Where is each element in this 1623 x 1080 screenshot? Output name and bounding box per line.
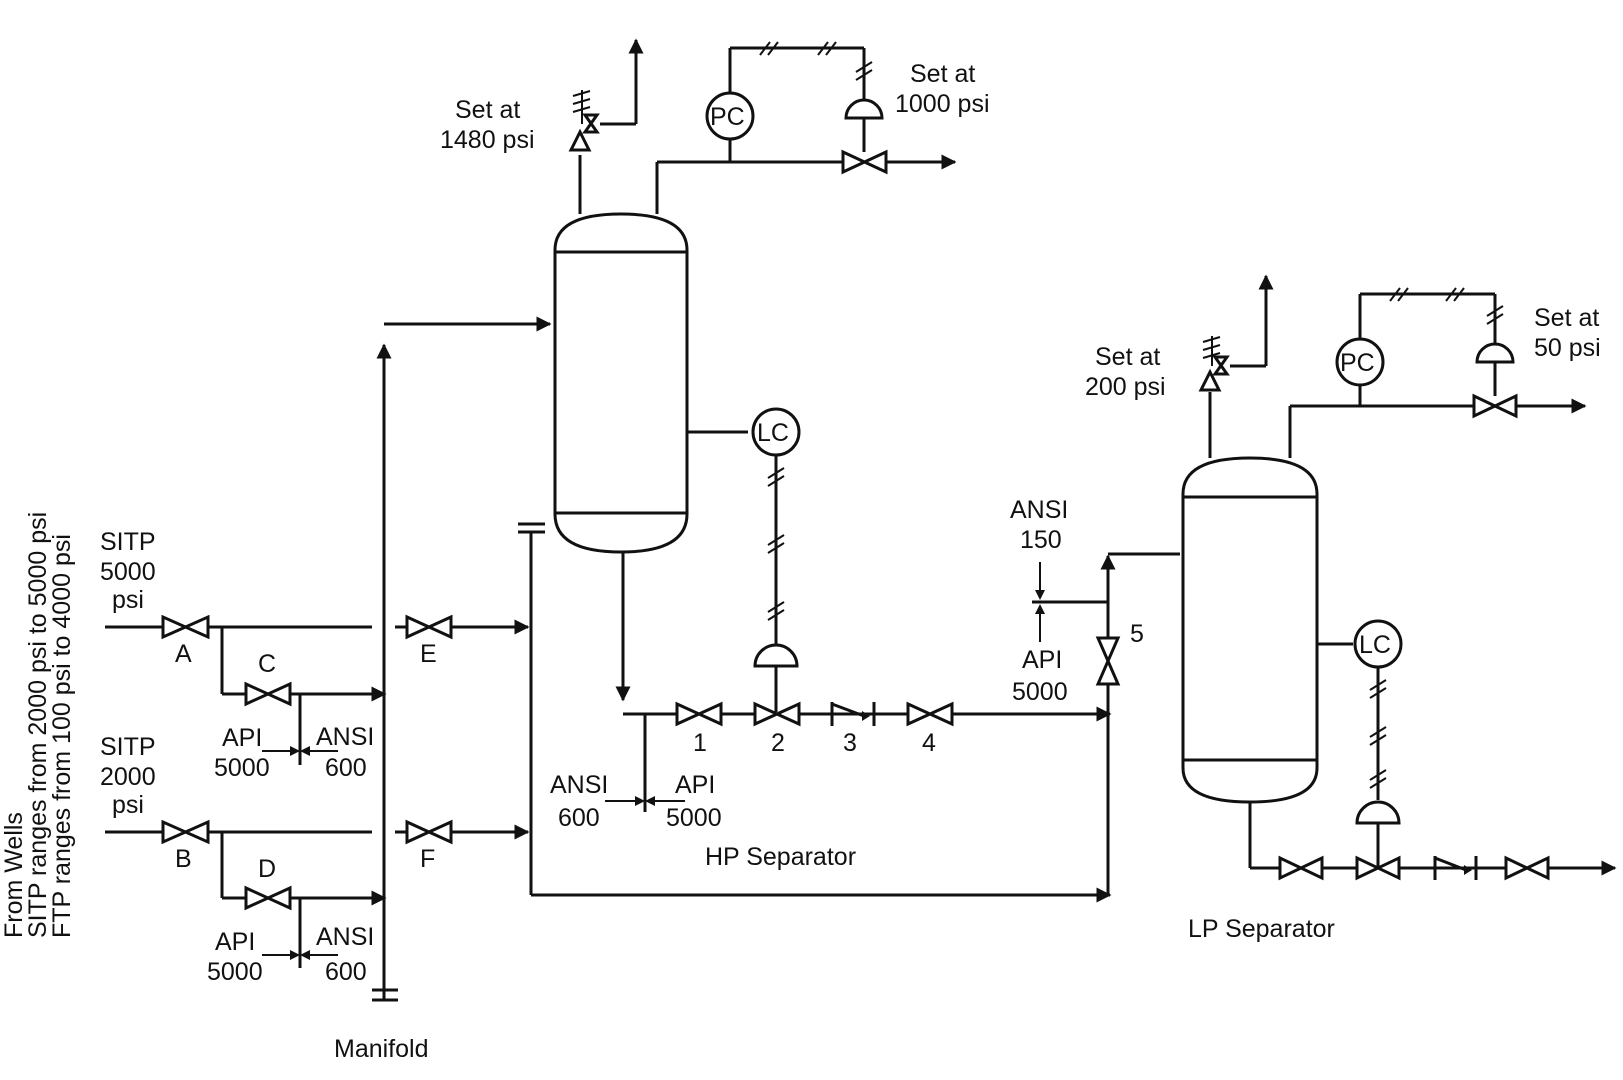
lp-inlet-line bbox=[1032, 552, 1180, 895]
spec-break-d bbox=[262, 950, 338, 960]
valve-d-label: D bbox=[258, 855, 276, 883]
lp-psv-set-label: Set at bbox=[1095, 343, 1160, 371]
well-a-sitp-label: SITP bbox=[100, 528, 156, 556]
spec-break-hp bbox=[605, 796, 685, 806]
valve-b-label: B bbox=[175, 845, 192, 873]
lp-pcv-set-value: 50 psi bbox=[1534, 334, 1601, 362]
valve-5[interactable] bbox=[1095, 636, 1121, 686]
valve-1[interactable] bbox=[675, 701, 723, 727]
lp-pc-label: PC bbox=[1340, 349, 1375, 377]
hp-lc-signal-line bbox=[767, 455, 785, 648]
spec-d-api-value: 5000 bbox=[207, 958, 263, 986]
lp-pcv-set-label: Set at bbox=[1534, 304, 1599, 332]
spec-d-ansi: ANSI bbox=[316, 923, 374, 951]
spec-c-api: API bbox=[222, 724, 262, 752]
spec-c-ansi: ANSI bbox=[316, 723, 374, 751]
lp-valve-1[interactable] bbox=[1278, 855, 1324, 881]
valve-b[interactable] bbox=[161, 819, 210, 845]
valve-5-label: 5 bbox=[1130, 620, 1144, 648]
lp-valve-4[interactable] bbox=[1504, 855, 1550, 881]
valve-e-label: E bbox=[420, 640, 437, 668]
hp-separator-vessel bbox=[553, 212, 689, 554]
well-info-line1: From Wells bbox=[0, 812, 28, 938]
spec-lp-api: API bbox=[1022, 646, 1062, 674]
hp-pc-signal-line bbox=[728, 41, 873, 100]
spec-hp-ansi: ANSI bbox=[550, 771, 608, 799]
valve-d[interactable] bbox=[244, 885, 292, 911]
hp-separator-label: HP Separator bbox=[705, 843, 856, 871]
spec-c-ansi-value: 600 bbox=[325, 754, 367, 782]
spec-hp-api-value: 5000 bbox=[666, 804, 722, 832]
well-b-sitp-label: SITP bbox=[100, 733, 156, 761]
hp-psv-set-value: 1480 psi bbox=[440, 126, 535, 154]
hp-level-control-valve-actuator bbox=[753, 643, 799, 712]
lp-check-valve[interactable] bbox=[1433, 856, 1478, 880]
hp-psv-set-label: Set at bbox=[455, 96, 520, 124]
spec-d-api: API bbox=[215, 928, 255, 956]
hp-gas-outlet-line bbox=[655, 137, 957, 214]
lp-lc-label: LC bbox=[1359, 631, 1391, 659]
valve-e[interactable] bbox=[405, 614, 453, 640]
lp-pressure-controller[interactable]: PC bbox=[1335, 337, 1385, 387]
well-a-sitp-value: 5000 bbox=[100, 558, 156, 586]
valve-2-label: 2 bbox=[771, 729, 785, 757]
well-info-block: From Wells SITP ranges from 2000 psi to … bbox=[0, 512, 76, 938]
lp-separator-vessel bbox=[1181, 456, 1319, 804]
valve-f[interactable] bbox=[405, 819, 453, 845]
hp-lc-label: LC bbox=[757, 419, 789, 447]
well-b-sitp-value: 2000 bbox=[100, 763, 156, 791]
hp-pressure-controller[interactable]: PC bbox=[705, 91, 755, 141]
spec-lp-ansi-value: 150 bbox=[1020, 526, 1062, 554]
lp-pc-signal-line bbox=[1358, 287, 1504, 344]
lp-valve-2[interactable] bbox=[1355, 855, 1401, 881]
check-valve-3[interactable] bbox=[830, 702, 876, 726]
lp-lc-signal-line bbox=[1369, 667, 1387, 800]
lp-liquid-outlet-line bbox=[1248, 802, 1617, 876]
manifold-label: Manifold bbox=[334, 1035, 429, 1063]
valve-a[interactable] bbox=[161, 614, 210, 640]
valve-f-label: F bbox=[420, 845, 435, 873]
lp-level-controller[interactable]: LC bbox=[1353, 619, 1403, 669]
hp-level-controller[interactable]: LC bbox=[751, 407, 801, 457]
spec-hp-api: API bbox=[675, 771, 715, 799]
spec-break-c bbox=[262, 746, 338, 756]
well-info-line2: SITP ranges from 2000 psi to 5000 psi bbox=[24, 512, 52, 938]
well-a-sitp-unit: psi bbox=[112, 586, 144, 614]
well-b-sitp-unit: psi bbox=[112, 791, 144, 819]
hp-pcv-set-value: 1000 psi bbox=[895, 90, 990, 118]
spec-lp-api-value: 5000 bbox=[1012, 678, 1068, 706]
lp-gas-outlet-line bbox=[1288, 385, 1587, 458]
bypass-header bbox=[518, 522, 1112, 903]
valve-4[interactable] bbox=[906, 701, 954, 727]
lp-psv-set-value: 200 psi bbox=[1085, 373, 1166, 401]
valve-c[interactable] bbox=[244, 681, 292, 707]
spec-lp-ansi: ANSI bbox=[1010, 496, 1068, 524]
lp-level-control-valve-actuator bbox=[1355, 800, 1401, 868]
valve-2[interactable] bbox=[753, 701, 801, 727]
spec-c-api-value: 5000 bbox=[214, 754, 270, 782]
lp-relief-valve[interactable] bbox=[1198, 274, 1274, 458]
check-valve-3-label: 3 bbox=[843, 729, 857, 757]
hp-pc-label: PC bbox=[710, 103, 745, 131]
spec-hp-ansi-value: 600 bbox=[558, 804, 600, 832]
valve-1-label: 1 bbox=[693, 729, 707, 757]
spec-break-lp bbox=[1035, 562, 1045, 642]
spec-d-ansi-value: 600 bbox=[325, 958, 367, 986]
valve-a-label: A bbox=[175, 640, 192, 668]
well-info-line3: FTP ranges from 100 psi to 4000 psi bbox=[48, 534, 76, 938]
hp-pcv-set-label: Set at bbox=[910, 60, 975, 88]
lp-pressure-control-valve[interactable] bbox=[1472, 342, 1518, 419]
manifold-header bbox=[372, 316, 552, 1002]
valve-4-label: 4 bbox=[922, 729, 936, 757]
lp-separator-label: LP Separator bbox=[1188, 915, 1335, 943]
hp-relief-valve[interactable] bbox=[568, 38, 644, 214]
hp-pressure-control-valve[interactable] bbox=[841, 98, 888, 175]
valve-c-label: C bbox=[258, 650, 276, 678]
